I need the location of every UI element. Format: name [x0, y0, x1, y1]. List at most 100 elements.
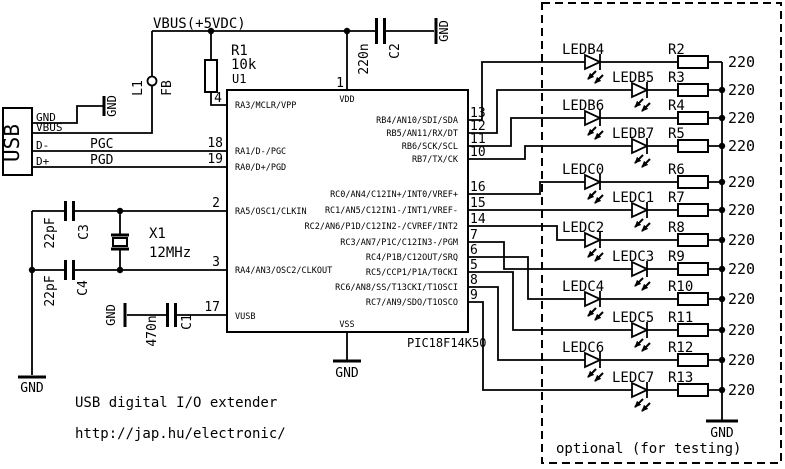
c1-ref: C1 [180, 314, 195, 330]
pin-15-number: 15 [470, 196, 486, 211]
pgd-net-label: PGD [90, 153, 114, 168]
pin-14-number: 14 [470, 212, 486, 227]
led-row-ledc5: LEDC5 R11 220 [468, 271, 755, 352]
c4-value: 22pF [43, 275, 58, 306]
pin-rb7-label: RB7/TX/CK [412, 155, 459, 165]
ic-vss-label: VSS [339, 320, 354, 330]
resistor-value: 220 [728, 290, 755, 308]
led-bank-gnd-label: GND [710, 426, 734, 441]
resistor-body [677, 262, 709, 276]
led-label: LEDC4 [562, 279, 604, 295]
led-diode-icon [584, 351, 603, 369]
led-row-ledc4: LEDC4 R10 220 [468, 256, 755, 321]
led-diode-icon [631, 201, 650, 219]
led-diode-icon [584, 231, 603, 249]
pin-rb6-label: RB6/SCK/SCL [402, 142, 458, 152]
led-diode-icon [631, 81, 650, 99]
c2-value: 220n [357, 43, 372, 74]
led-row-ledc0: LEDC0 R6 220 [468, 162, 755, 204]
resistor-body [677, 233, 709, 247]
led-row-ledc2: LEDC2 R8 220 [468, 220, 755, 262]
pin-19-number: 19 [207, 152, 223, 167]
led-label: LEDB6 [562, 98, 604, 114]
resistor-value: 220 [728, 53, 755, 71]
resistor-label: R8 [668, 220, 685, 236]
led-label: LEDB4 [562, 42, 604, 58]
r1-value: 10k [231, 57, 257, 73]
r1-ref: R1 [231, 43, 248, 59]
resistor-value: 220 [728, 231, 755, 249]
resistor-body [677, 55, 709, 69]
resistor-label: R5 [668, 126, 685, 142]
led-row-ledc1: LEDC1 R7 220 [468, 190, 755, 232]
resistor-label: R2 [668, 42, 685, 58]
led-label: LEDB7 [612, 126, 654, 142]
pin-rc4-label: RC4/P1B/C12OUT/SRQ [366, 253, 458, 263]
c2-gnd-label: GND [437, 20, 451, 42]
pin-ra0-label: RA0/D+/PGD [235, 163, 286, 173]
schematic-title: USB digital I/O extender [75, 395, 277, 411]
schematic-url: http://jap.hu/electronic/ [75, 426, 286, 442]
pin-3-number: 3 [212, 255, 220, 270]
vbus-net-label: VBUS(+5VDC) [153, 16, 246, 32]
resistor-value: 220 [728, 173, 755, 191]
c1-gnd-label: GND [104, 304, 118, 326]
pin-rb4-label: RB4/AN10/SDI/SDA [376, 116, 458, 126]
resistor-value: 220 [728, 137, 755, 155]
usb-pin-dp-label: D+ [36, 155, 50, 168]
l1-value: FB [160, 80, 175, 96]
ic-part-number: PIC18F14K50 [407, 336, 486, 350]
pin-9-number: 9 [470, 288, 478, 303]
led-row-ledb5: LEDB5 R3 220 [468, 70, 755, 134]
led-diode-icon [631, 381, 650, 399]
x1-value: 12MHz [149, 245, 191, 261]
led-label: LEDC6 [562, 340, 604, 356]
resistor-label: R7 [668, 190, 685, 206]
capacitor-c1: GND 470n C1 [104, 303, 227, 347]
resistor-value: 220 [728, 381, 755, 399]
led-diode-icon [584, 53, 603, 71]
resistor-value: 220 [728, 201, 755, 219]
resistor-value: 220 [728, 81, 755, 99]
usb-pin-vbus-label: VBUS [36, 121, 63, 134]
pin-10-number: 10 [470, 145, 486, 160]
pin-rc5-label: RC5/CCP1/P1A/T0CKI [366, 268, 458, 278]
pin-16-number: 16 [470, 180, 486, 195]
x1-ref: X1 [149, 226, 166, 242]
led-label: LEDC1 [612, 190, 654, 206]
title-block: USB digital I/O extender http://jap.hu/e… [75, 395, 286, 442]
pin-1-number: 1 [336, 76, 344, 91]
led-row-ledb6: LEDB6 R4 220 [468, 98, 755, 147]
resistor-label: R9 [668, 249, 685, 265]
pin-ra3-label: RA3/MCLR/VPP [235, 101, 296, 111]
resistor-value: 220 [728, 260, 755, 278]
led-row-ledc6: LEDC6 R12 220 [468, 286, 755, 382]
resistor-label: R3 [668, 70, 685, 86]
led-label: LEDC7 [612, 370, 654, 386]
usb-connector-label: USB [0, 124, 24, 162]
resistor-body [677, 353, 709, 367]
led-row-ledc3: LEDC3 R9 220 [468, 241, 755, 291]
c4-ref: C4 [76, 280, 91, 296]
resistor-body [677, 139, 709, 153]
pin-rc0-label: RC0/AN4/C12IN+/INT0/VREF+ [330, 190, 458, 200]
pin-rc2-label: RC2/AN6/P1D/C12IN2-/CVREF/INT2 [304, 222, 458, 232]
c3-ref: C3 [77, 224, 92, 240]
resistor-body [677, 323, 709, 337]
pin-5-number: 5 [470, 258, 478, 273]
pin-12-number: 12 [470, 119, 486, 134]
osc-gnd-label: GND [20, 381, 44, 396]
c1-value: 470n [145, 315, 160, 346]
resistor-label: R12 [668, 340, 693, 356]
resistor-label: R6 [668, 162, 685, 178]
ic-vdd-label: VDD [339, 95, 354, 105]
led-label: LEDC5 [612, 310, 654, 326]
resistor-body [677, 111, 709, 125]
pin-ra1-label: RA1/D-/PGC [235, 147, 286, 157]
resistor-label: R10 [668, 279, 693, 295]
pin-rc3-label: RC3/AN7/P1C/C12IN3-/PGM [340, 238, 458, 248]
resistor-value: 220 [728, 321, 755, 339]
led-diode-icon [631, 321, 650, 339]
led-diode-icon [584, 109, 603, 127]
